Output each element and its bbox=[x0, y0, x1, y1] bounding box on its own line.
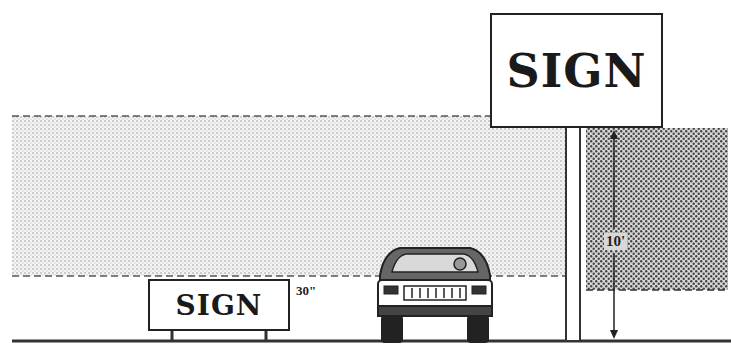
sign-board: SIGN bbox=[148, 279, 290, 331]
ground-line bbox=[12, 340, 731, 343]
dimension-label: 10' bbox=[604, 233, 627, 250]
visibility-zone bbox=[12, 116, 577, 276]
car bbox=[378, 248, 492, 342]
dimension-label: 30" bbox=[296, 284, 316, 297]
sign-pole bbox=[566, 126, 580, 341]
sign-text: SIGN bbox=[176, 289, 263, 322]
sign-board: SIGN bbox=[490, 13, 663, 128]
visibility-zone-dense bbox=[586, 128, 728, 290]
sign-text: SIGN bbox=[506, 44, 646, 98]
